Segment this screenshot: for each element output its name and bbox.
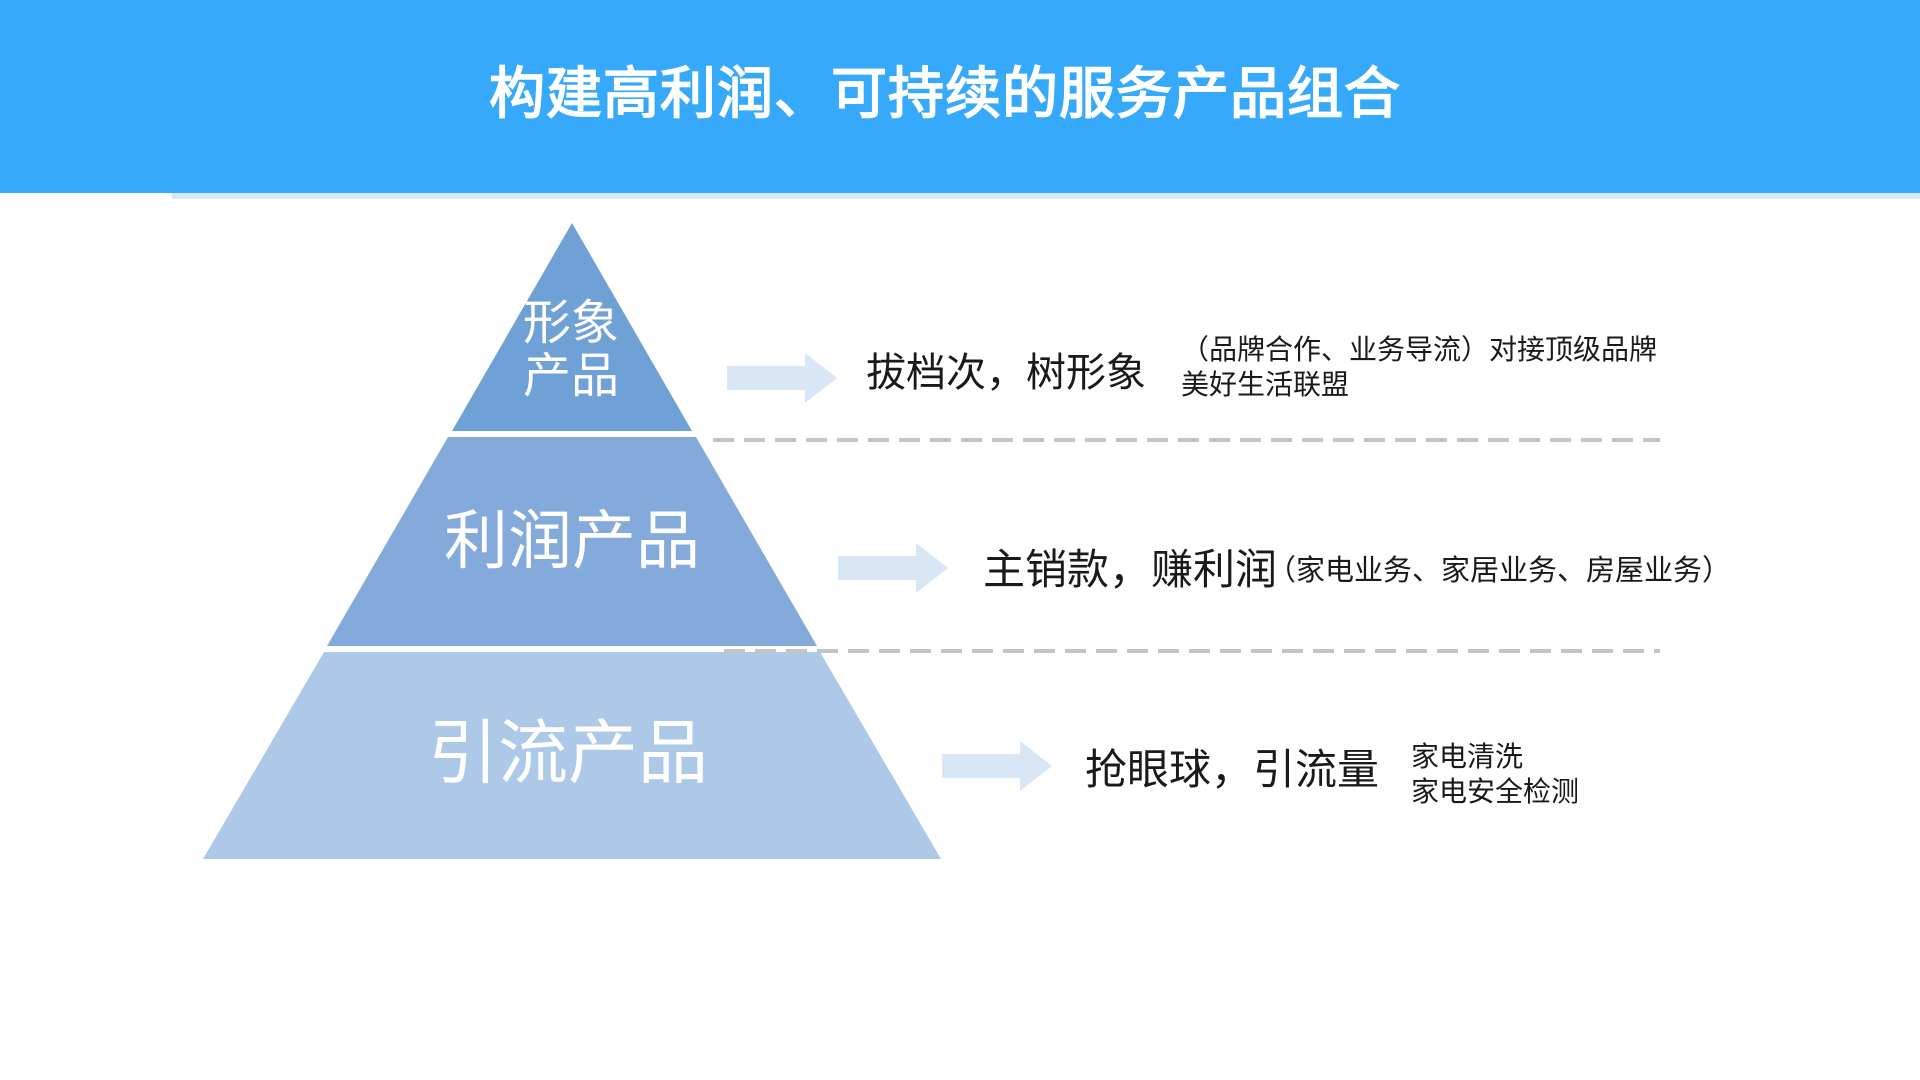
- pyramid-tier-traffic-products: [203, 652, 941, 859]
- row-detail-image-products: （品牌合作、业务导流）对接顶级品牌 美好生活联盟: [1181, 334, 1658, 400]
- row-headline-profit-products: 主销款，赚利润: [983, 546, 1278, 593]
- dashed-separator-1: [713, 438, 1660, 442]
- header-banner: [0, 0, 1920, 193]
- pyramid-tier-image-products: [452, 223, 692, 431]
- row-detail-profit-products: （家电业务、家居业务、房屋业务）: [1267, 555, 1732, 587]
- page-title: 构建高利润、可持续的服务产品组合: [489, 62, 1401, 125]
- tier-label-traffic-products: 引流产品: [428, 714, 708, 792]
- row-detail-traffic-products: 家电清洗 家电安全检测: [1411, 741, 1580, 807]
- pyramid-tier-profit-products: [327, 437, 817, 646]
- row-headline-traffic-products: 抢眼球，引流量: [1085, 746, 1380, 793]
- row-headline-image-products: 拔档次，树形象: [866, 351, 1146, 395]
- tier-label-image-products: 形象 产品: [522, 297, 619, 403]
- tier-label-profit-products: 利润产品: [444, 505, 700, 577]
- header-accent-strip: [172, 193, 1920, 199]
- dashed-separator-2: [724, 649, 1660, 653]
